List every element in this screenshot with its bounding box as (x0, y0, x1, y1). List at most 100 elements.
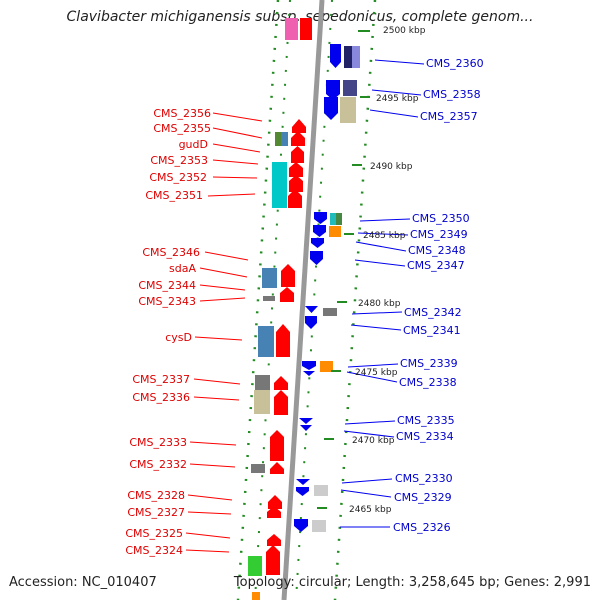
gene-label[interactable]: CMS_2335 (397, 414, 455, 427)
genome-backbone (281, 0, 325, 600)
gene-label[interactable]: CMS_2329 (394, 491, 452, 504)
genome-title: Clavibacter michiganensis subsp. sepedon… (66, 9, 534, 25)
gene-block (336, 213, 342, 225)
left-connectors (185, 112, 263, 553)
gene-block (344, 46, 352, 68)
gene-arrow (303, 371, 315, 376)
gene-arrow (299, 418, 313, 424)
gene-arrow (313, 225, 326, 237)
kbp-tick-label: 2490 kbp (370, 162, 413, 172)
gene-block (263, 296, 275, 301)
gene-label[interactable]: CMS_2355 (153, 122, 211, 135)
gene-block (352, 46, 360, 68)
gene-label[interactable]: CMS_2339 (400, 357, 458, 370)
gene-label[interactable]: CMS_2344 (138, 279, 196, 292)
gene-arrow (305, 306, 318, 313)
gene-arrow (289, 175, 303, 192)
gene-block (254, 390, 270, 414)
right-connectors (340, 59, 425, 528)
gene-label[interactable]: CMS_2338 (399, 376, 457, 389)
gene-block (275, 132, 281, 146)
gene-label[interactable]: CMS_2353 (150, 154, 208, 167)
gene-arrow (294, 519, 308, 532)
gene-arrow (274, 376, 288, 390)
gene-label[interactable]: gudD (179, 138, 208, 151)
gene-label[interactable]: CMS_2326 (393, 521, 451, 534)
gene-arrow (280, 287, 294, 302)
gene-label[interactable]: CMS_2325 (125, 527, 183, 540)
gene-label[interactable]: CMS_2360 (426, 57, 484, 70)
gene-label[interactable]: CMS_2327 (127, 506, 185, 519)
reverse-strand-genes (248, 119, 306, 600)
gene-label[interactable]: CMS_2352 (149, 171, 207, 184)
kbp-tick-label: 2470 kbp (352, 436, 395, 446)
gene-label[interactable]: CMS_2346 (142, 246, 200, 259)
kbp-tick-label: 2465 kbp (349, 505, 392, 515)
gene-label[interactable]: CMS_2349 (410, 228, 468, 241)
kbp-tick-label: 2480 kbp (358, 299, 401, 309)
gene-label[interactable]: CMS_2330 (395, 472, 453, 485)
gene-label[interactable]: sdaA (169, 262, 196, 275)
gene-block (252, 592, 260, 600)
gene-arrow (305, 316, 317, 329)
gene-label[interactable]: CMS_2334 (396, 430, 454, 443)
gene-arrow (300, 425, 312, 431)
gene-arrow (302, 361, 316, 370)
gene-label[interactable]: CMS_2357 (420, 110, 478, 123)
gene-arrow (281, 264, 295, 287)
gene-label[interactable]: CMS_2351 (145, 189, 203, 202)
gene-block (255, 375, 270, 390)
gene-block (258, 326, 274, 357)
gene-block (330, 213, 336, 225)
gene-arrow (268, 495, 282, 509)
gene-arrow (291, 146, 304, 163)
gene-label[interactable]: CMS_2333 (129, 436, 187, 449)
topology-label: Topology: circular; Length: 3,258,645 bp… (233, 575, 591, 590)
kbp-tick-marks (317, 30, 370, 509)
gene-block (312, 520, 326, 532)
gene-label[interactable]: CMS_2324 (125, 544, 183, 557)
gene-label[interactable]: CMS_2342 (404, 306, 462, 319)
accession-label: Accession: NC_010407 (9, 575, 157, 590)
kbp-tick-label: 2485 kbp (363, 231, 406, 241)
gene-label[interactable]: CMS_2332 (129, 458, 187, 471)
gene-label[interactable]: CMS_2358 (423, 88, 481, 101)
gene-block (340, 97, 356, 123)
gene-label[interactable]: CMS_2343 (138, 295, 196, 308)
kbp-tick-label: 2475 kbp (355, 368, 398, 378)
outer-left-dotted-guide (236, 0, 280, 600)
gene-arrow (289, 162, 303, 177)
gene-block (248, 556, 262, 576)
outer-right-dotted-guide (333, 0, 377, 600)
gene-arrow (296, 487, 309, 496)
gene-arrow (270, 462, 284, 474)
gene-arrow (266, 545, 280, 575)
gene-arrow (296, 479, 310, 485)
kbp-tick-label: 2495 kbp (376, 94, 419, 104)
gene-arrow (330, 44, 341, 68)
gene-arrow (292, 119, 306, 133)
kbp-tick-label: 2500 kbp (383, 26, 426, 36)
gene-label[interactable]: CMS_2356 (153, 107, 211, 120)
gene-label[interactable]: CMS_2336 (132, 391, 190, 404)
gene-label[interactable]: CMS_2337 (132, 373, 190, 386)
gene-label[interactable]: CMS_2350 (412, 212, 470, 225)
gene-arrow (311, 238, 324, 248)
gene-block (320, 361, 333, 372)
gene-label[interactable]: cysD (165, 331, 192, 344)
gene-arrow (274, 390, 288, 415)
gene-block (262, 268, 277, 288)
gene-arrow (267, 506, 281, 518)
gene-block (251, 464, 265, 473)
gene-arrow (326, 80, 340, 100)
forward-strand-genes (294, 44, 360, 532)
gene-label[interactable]: CMS_2348 (408, 244, 466, 257)
gene-arrow (324, 97, 338, 120)
gene-label[interactable]: CMS_2341 (403, 324, 461, 337)
gene-label[interactable]: CMS_2347 (407, 259, 465, 272)
gene-label[interactable]: CMS_2328 (127, 489, 185, 502)
gene-block (314, 485, 328, 496)
gene-block (343, 80, 357, 96)
gene-arrow (270, 430, 284, 461)
